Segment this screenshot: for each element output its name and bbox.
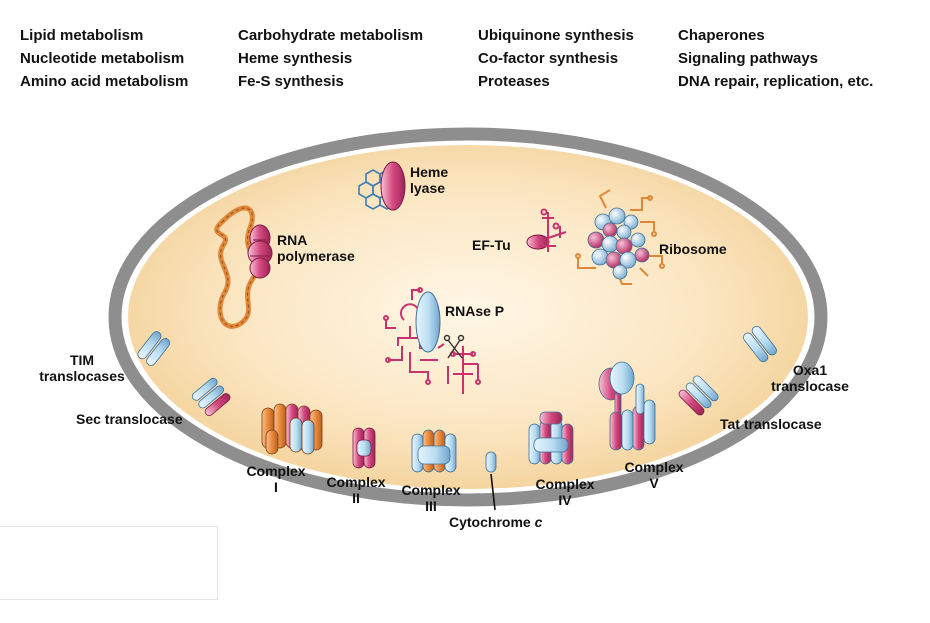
function-item: Ubiquinone synthesis — [478, 27, 634, 44]
ef-tu-icon — [526, 208, 567, 252]
function-item: Proteases — [478, 73, 550, 90]
function-item: Heme synthesis — [238, 50, 353, 67]
ribosome-icon — [575, 189, 665, 285]
complex-i-label: Complex I — [246, 463, 306, 495]
ribosome-label: Ribosome — [659, 241, 727, 257]
rna-polymerase-label: RNA polymerase — [277, 232, 355, 264]
tim-translocases-label: TIM translocases — [39, 352, 125, 384]
tim-translocase-icon — [137, 331, 171, 366]
blank-panel — [0, 526, 218, 600]
function-item: Lipid metabolism — [20, 27, 144, 44]
complex-i-icon — [261, 403, 323, 455]
complex-v-label: Complex V — [624, 459, 684, 491]
complex-ii-icon — [352, 427, 376, 469]
sec-translocase-label: Sec translocase — [76, 411, 183, 427]
sec-translocase-icon — [191, 377, 231, 417]
outer-membrane — [108, 127, 828, 507]
rna-polymerase-icon — [214, 205, 273, 329]
rnase-p-label: RNAse P — [445, 303, 505, 319]
function-list-1: Lipid metabolism Nucleotide metabolism A… — [20, 24, 188, 93]
function-item: Fe-S synthesis — [238, 73, 344, 90]
function-item: Chaperones — [678, 27, 765, 44]
function-item: Signaling pathways — [678, 50, 819, 67]
oxa1-translocase-icon — [743, 325, 777, 363]
function-list-3: Ubiquinone synthesis Co-factor synthesis… — [478, 24, 634, 93]
complex-iv-label: Complex IV — [535, 476, 595, 508]
function-item: Carbohydrate metabolism — [238, 27, 424, 44]
complex-iii-label: Complex III — [401, 482, 461, 514]
complex-iv-icon — [528, 411, 574, 465]
function-list-2: Carbohydrate metabolism Heme synthesis F… — [238, 24, 423, 93]
tat-translocase-label: Tat translocase — [720, 416, 822, 432]
rnase-p-icon — [383, 287, 481, 394]
ef-tu-label: EF-Tu — [472, 237, 511, 253]
heme-lyase-icon — [358, 161, 406, 211]
complex-ii-label: Complex II — [326, 474, 386, 506]
cytochrome-c-label: Cytochrome c — [449, 514, 543, 530]
function-item: DNA repair, replication, etc. — [678, 73, 874, 90]
function-item: Nucleotide metabolism — [20, 50, 185, 67]
function-item: Amino acid metabolism — [20, 73, 189, 90]
heme-lyase-label: Heme lyase — [410, 164, 449, 196]
function-item: Co-factor synthesis — [478, 50, 619, 67]
cytochrome-c-icon — [485, 451, 497, 511]
complex-iii-icon — [411, 429, 457, 473]
function-list-4: Chaperones Signaling pathways DNA repair… — [678, 24, 873, 93]
oxa1-translocase-label: Oxa1 translocase — [771, 362, 849, 394]
complex-v-icon — [598, 361, 656, 451]
tat-translocase-icon — [678, 375, 719, 416]
